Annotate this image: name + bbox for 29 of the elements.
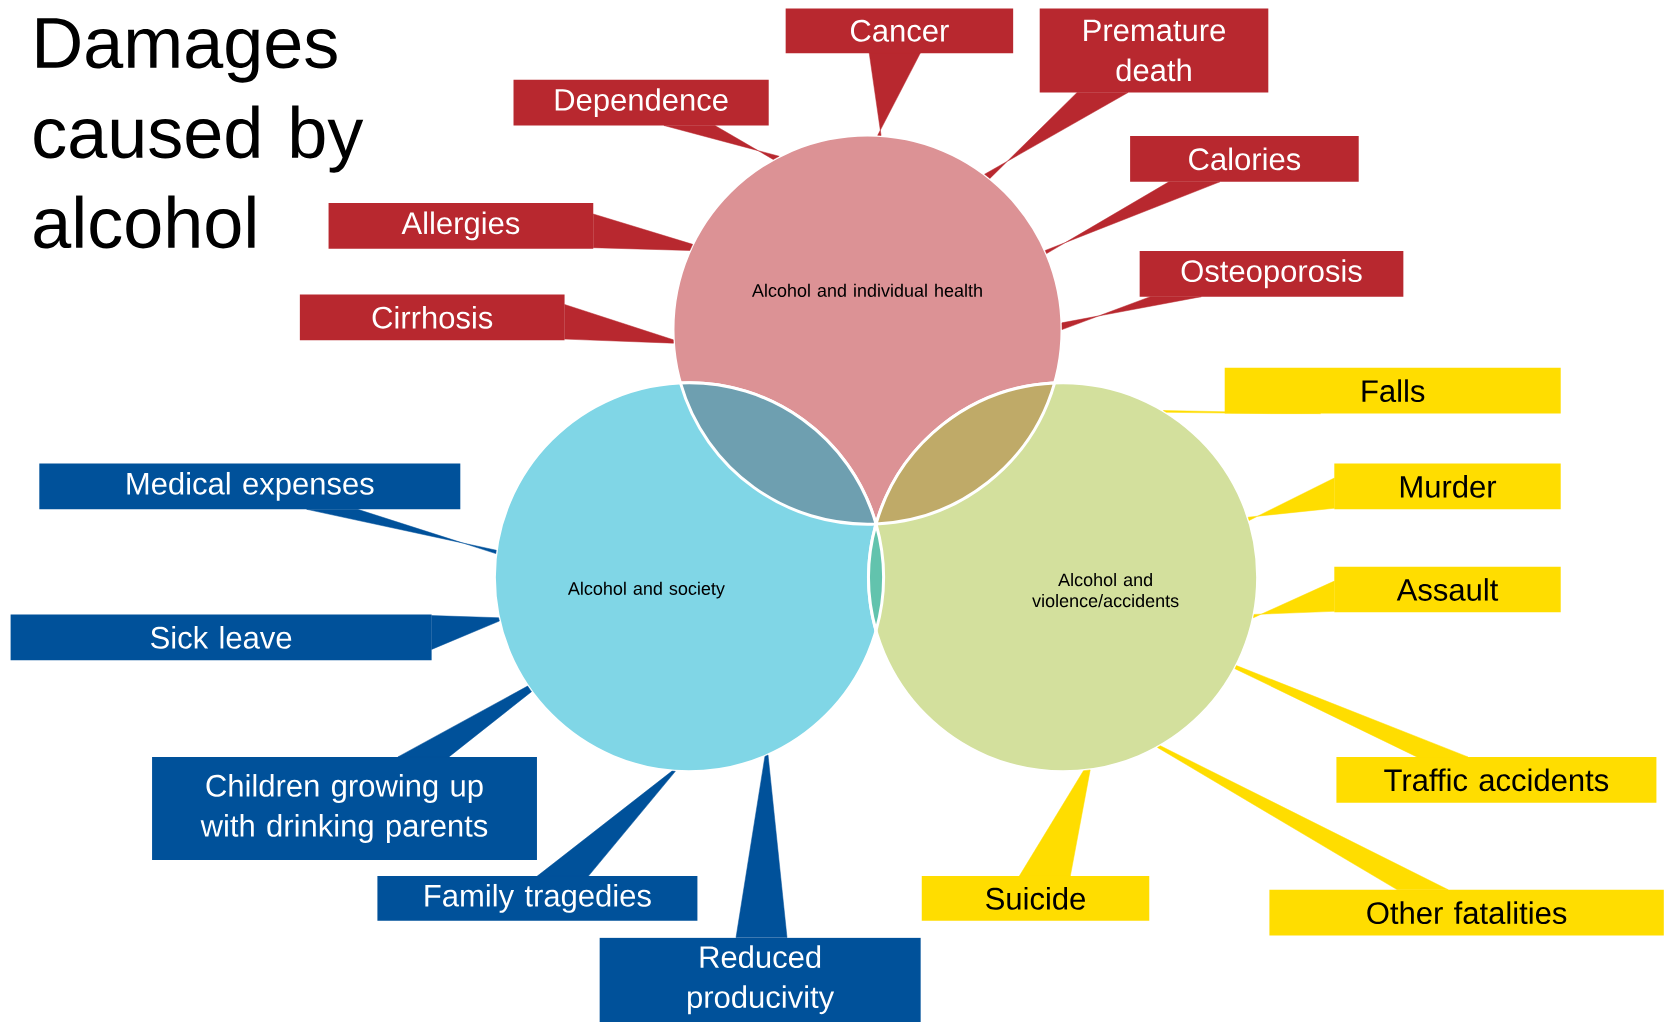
callout-pointer: [1061, 296, 1202, 330]
callout-pointer: [564, 304, 674, 344]
node-label: Allergies: [401, 211, 520, 241]
node-label: Cirrhosis: [372, 305, 493, 329]
callout-pointer: [1234, 665, 1469, 758]
callout-box: Premature death: [1039, 8, 1269, 93]
node-label: Sick leave: [151, 626, 292, 649]
callout-pointer: [1045, 181, 1221, 254]
callout-box: Other fatalities: [1269, 889, 1664, 936]
node-label: Assault: [1396, 578, 1499, 601]
callout-pointer: [306, 509, 497, 554]
callout-pointer: [984, 92, 1129, 179]
node-label: Murder: [1400, 475, 1497, 498]
callout-pointer: [537, 770, 676, 877]
callout-pointer: [593, 213, 693, 251]
callout-box: Suicide: [921, 876, 1150, 921]
callout-pointer: [397, 685, 532, 758]
callout-box: Traffic accidents: [1336, 756, 1657, 803]
callout-pointer: [1163, 410, 1321, 414]
callout-pointer: [868, 52, 921, 136]
callout-box: Family tragedies: [377, 876, 698, 921]
callout-pointer: [1019, 769, 1091, 877]
callout-pointer: [1157, 745, 1449, 891]
callout-pointer: [1247, 477, 1335, 521]
callout-box: Calories: [1130, 136, 1359, 182]
callout-pointer: [1253, 580, 1335, 618]
callout-pointer: [663, 125, 780, 160]
callout-pointer: [431, 615, 500, 650]
callout-pointer: [735, 754, 788, 938]
